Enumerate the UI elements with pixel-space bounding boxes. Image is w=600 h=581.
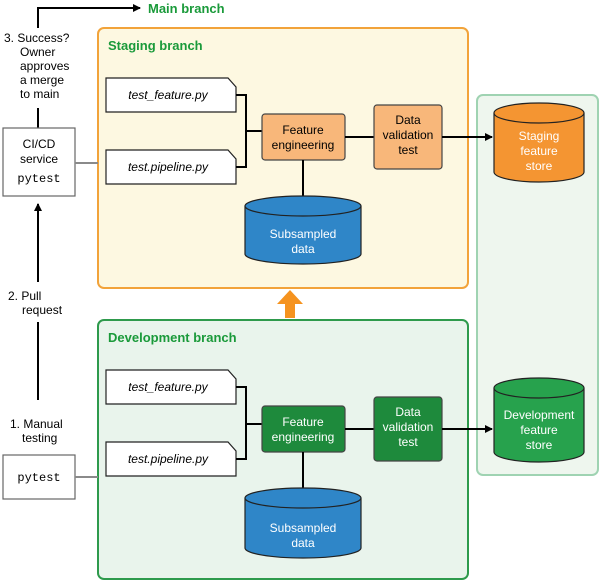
dev-subsampled-line2: data (291, 536, 315, 550)
step3-line5: to main (20, 87, 59, 101)
step2-line2: request (22, 303, 63, 317)
step3-line1: 3. Success? (4, 31, 70, 45)
cicd-line1: CI/CD (23, 137, 56, 151)
dev-feature-store-cylinder (493, 377, 585, 463)
step1-line2: testing (22, 431, 57, 445)
dev-test-pipeline-label: test.pipeline.py (128, 452, 209, 466)
step3-line3: approves (20, 59, 69, 73)
cicd-line3: pytest (17, 172, 60, 186)
promote-to-staging-arrow (277, 290, 303, 318)
cicd-service-box (2, 127, 76, 197)
staging-data-validation-line2: validation (383, 128, 434, 142)
main-branch-label: Main branch (148, 1, 225, 16)
staging-test-pipeline-label: test.pipeline.py (128, 160, 209, 174)
staging-feature-engineering-line1: Feature (282, 123, 324, 137)
cicd-line2: service (20, 152, 58, 166)
staging-test-feature-file (105, 77, 237, 113)
dev-feature-engineering-line1: Feature (282, 415, 324, 429)
step3-line2: Owner (20, 45, 55, 59)
development-branch-title: Development branch (108, 330, 237, 345)
staging-branch-title: Staging branch (108, 38, 203, 53)
dev-test-pipeline-file (105, 441, 237, 477)
staging-data-validation-line3: test (398, 143, 418, 157)
merge-to-main-arrow (37, 4, 141, 28)
staging-data-validation-line1: Data (395, 113, 421, 127)
staging-test-feature-label: test_feature.py (128, 88, 208, 102)
dev-feature-engineering-node (261, 405, 346, 453)
dev-data-validation-line3: test (398, 435, 418, 449)
staging-store-line2: feature (520, 144, 558, 158)
dev-data-validation-line1: Data (395, 405, 421, 419)
staging-subsampled-data-cylinder (244, 195, 362, 265)
staging-feature-store-cylinder (493, 102, 585, 183)
dev-subsampled-data-cylinder (244, 487, 362, 559)
staging-feature-engineering-line2: engineering (272, 138, 335, 152)
step1-line1: 1. Manual (10, 417, 63, 431)
staging-subsampled-line2: data (291, 242, 315, 256)
staging-store-line1: Staging (519, 129, 560, 143)
pytest-label: pytest (17, 471, 60, 485)
dev-subsampled-line1: Subsampled (270, 521, 337, 535)
staging-test-pipeline-file (105, 149, 237, 185)
step2-line1: 2. Pull (8, 289, 41, 303)
dev-store-line1: Development (504, 408, 575, 422)
staging-subsampled-line1: Subsampled (270, 227, 337, 241)
dev-test-feature-label: test_feature.py (128, 380, 208, 394)
dev-feature-engineering-line2: engineering (272, 430, 335, 444)
dev-store-line2: feature (520, 423, 558, 437)
dev-data-validation-line2: validation (383, 420, 434, 434)
staging-feature-engineering-node (261, 113, 346, 161)
dev-test-feature-file (105, 369, 237, 405)
dev-store-line3: store (526, 438, 553, 452)
step3-line4: a merge (20, 73, 64, 87)
staging-store-line3: store (526, 159, 553, 173)
